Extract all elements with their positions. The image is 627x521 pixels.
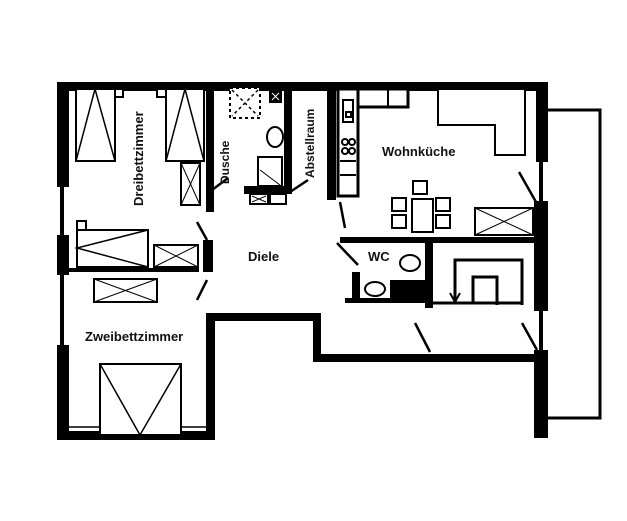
room-label-wc: WC [368,249,390,264]
balcony [548,108,602,420]
interior-walls [69,82,534,308]
kitchen [336,87,534,236]
room-label-zweibettzimmer: Zweibettzimmer [85,329,184,344]
wc-fixtures [364,254,421,297]
stairs [433,258,524,305]
doors [195,171,539,353]
room-label-dusche: Dusche [218,140,232,184]
dreibett-furniture [74,86,205,268]
room-label-dreibettzimmer: Dreibettzimmer [131,111,146,206]
room-label-abstellraum: Abstellraum [303,108,317,178]
room-label-wohnkueche: Wohnküche [382,144,456,159]
room-label-diele: Diele [248,249,280,264]
bath-fixtures [229,87,287,205]
zweibett-furniture [69,278,206,437]
